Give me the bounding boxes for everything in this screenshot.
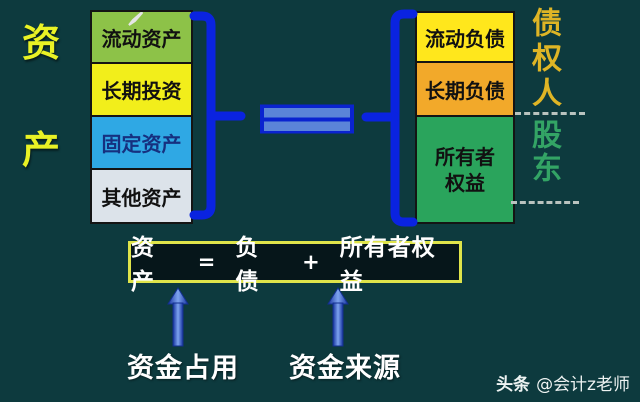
- equation-plus: +: [302, 250, 321, 274]
- assets-label-char-bottom: 产: [22, 128, 61, 172]
- watermark-brand: 头条: [496, 375, 531, 395]
- box-long-term-investment: 长期投资: [90, 62, 193, 117]
- equation-assets: 资产: [131, 235, 155, 295]
- capital-source-arrow: [327, 287, 349, 347]
- equals-sign: [260, 104, 354, 134]
- creditors-shareholders-divider: [515, 112, 585, 115]
- assets-brace: [189, 11, 246, 220]
- box-current-liabilities: 流动负债: [415, 11, 515, 63]
- equation-equals: =: [197, 250, 217, 274]
- box-long-term-liabilities: 长期负债: [415, 61, 515, 117]
- capital-use-label: 资金占用: [127, 353, 239, 384]
- box-fixed-assets: 固定资产: [90, 115, 193, 170]
- watermark: 头条 @会计z老师: [496, 370, 630, 395]
- capital-use-arrow: [167, 287, 189, 347]
- equation-liabilities: 负债: [235, 235, 260, 295]
- capital-source-label: 资金来源: [289, 353, 401, 384]
- equation-box: 资产 = 负债 + 所有者权益: [128, 235, 462, 295]
- watermark-handle: @会计z老师: [536, 375, 630, 395]
- equation-owners-equity: 所有者权益: [339, 235, 436, 295]
- box-current-assets: 流动资产: [90, 10, 193, 64]
- owners-equity-line-2: 权益: [445, 170, 485, 195]
- owners-equity-line-1: 所有者: [435, 144, 495, 169]
- box-owners-equity: 所有者 权益: [415, 115, 515, 224]
- assets-label-char-top: 资: [22, 21, 61, 65]
- shareholders-label: 股东: [526, 119, 561, 185]
- shareholders-bottom-divider: [511, 201, 579, 204]
- liabilities-brace: [361, 9, 418, 227]
- box-other-assets: 其他资产: [90, 168, 193, 224]
- creditors-label: 债权人: [526, 7, 561, 112]
